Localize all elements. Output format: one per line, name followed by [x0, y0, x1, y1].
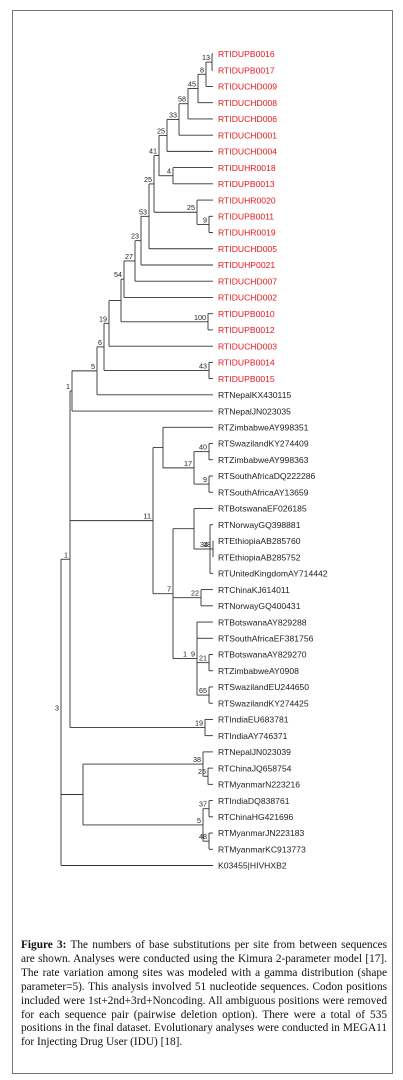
bootstrap-value: 43 [199, 361, 207, 370]
leaf-label: RTChinaJQ658754 [218, 763, 292, 773]
leaf-label: RTIndiaAY746371 [218, 731, 288, 741]
bootstrap-value: 5 [91, 362, 95, 371]
leaf-label: RTNepalKX430115 [218, 390, 291, 400]
bootstrap-value: 13 [202, 53, 210, 62]
leaf-label: RTIndiaDQ838761 [218, 796, 290, 806]
leaf-label: RTChinaHG421696 [218, 812, 294, 822]
leaf-label: RTIDUPB0010 [218, 309, 275, 319]
leaf-label: RTIDUPB0015 [218, 374, 275, 384]
bootstrap-value: 8 [200, 65, 204, 74]
leaf-label: RTIDUPB0012 [218, 325, 275, 335]
leaf-label: RTZimbabweAY998351 [218, 422, 309, 432]
bootstrap-value: 4 [167, 167, 171, 176]
leaf-label: RTMyanmarN223216 [218, 780, 300, 790]
leaf-label: RTIDUCHD004 [218, 147, 277, 157]
bootstrap-value: 6 [98, 338, 102, 347]
bootstrap-value: 9 [203, 475, 207, 484]
bootstrap-value: 9 [203, 215, 207, 224]
bootstrap-value: 33 [169, 110, 177, 119]
bootstrap-value: 65 [199, 686, 207, 695]
bootstrap-value: 25 [198, 767, 206, 776]
leaf-label: RTIndiaEU683781 [218, 715, 289, 725]
bootstrap-value: 1 [183, 650, 187, 659]
bootstrap-value: 18 [203, 540, 211, 549]
leaf-label: RTIDUCHD002 [218, 293, 277, 303]
bootstrap-value: 25 [144, 175, 152, 184]
leaf-label: RTSouthAfricaAY13659 [218, 487, 309, 497]
leaf-label: RTIDUCHD006 [218, 114, 277, 124]
leaf-label: RTBotswanaAY829270 [218, 650, 307, 660]
leaf-label: RTBotswanaEF026185 [218, 504, 307, 514]
bootstrap-value: 21 [199, 654, 207, 663]
leaf-label: RTChinaKJ614011 [218, 585, 290, 595]
leaf-label: RTIDUHR0020 [218, 195, 276, 205]
bootstrap-value: 9 [191, 650, 195, 659]
leaf-label: RTSouthAfricaDQ222286 [218, 471, 316, 481]
caption-text: The numbers of base substitutions per si… [21, 939, 388, 1049]
bootstrap-value: 53 [139, 207, 147, 216]
bootstrap-value: 34 [200, 540, 208, 549]
leaf-label: RTSwazilandEU244650 [218, 682, 309, 692]
leaf-label: RTIDUPB0013 [218, 179, 275, 189]
leaf-label: K03455|HIVHXB2 [218, 861, 287, 871]
bootstrap-value: 25 [157, 126, 165, 135]
leaf-label: RTIDUHR0018 [218, 163, 276, 173]
leaf-label: RTIDUHR0019 [218, 228, 276, 238]
leaf-label: RTNorwayGQ400431 [218, 601, 301, 611]
leaf-label: RTIDUPB0011 [218, 212, 274, 222]
bootstrap-value: 100 [194, 313, 206, 322]
bootstrap-value: 23 [131, 232, 139, 241]
bootstrap-value: 11 [144, 512, 151, 521]
bootstrap-value: 17 [184, 459, 192, 468]
leaf-label: RTIDUCHD003 [218, 341, 277, 351]
bootstrap-value: 19 [99, 314, 107, 323]
bootstrap-value: 41 [149, 147, 157, 156]
leaf-label: RTIDUPB0016 [218, 49, 275, 59]
leaf-label: RTIDUCHD008 [218, 98, 277, 108]
leaf-label: RTZimbabweAY0908 [218, 666, 299, 676]
bootstrap-value: 7 [167, 585, 171, 594]
leaf-label: RTNepalJN023035 [218, 406, 291, 416]
bootstrap-value: 25 [187, 203, 195, 212]
leaf-label: RTMyanmarJN223183 [218, 828, 305, 838]
leaf-label: RTEthiopiaAB285760 [218, 536, 301, 546]
bootstrap-value: 38 [193, 755, 201, 764]
bootstrap-value: 37 [199, 800, 207, 809]
bootstrap-value: 19 [195, 719, 203, 728]
bootstrap-value: 3 [55, 703, 59, 712]
leaf-label: RTIDUCHD001 [218, 130, 277, 140]
bootstrap-value: 1 [64, 550, 68, 559]
phylogenetic-tree: 1384558332544192525532327541001943651409… [55, 49, 328, 871]
caption-label: Figure 3: [21, 939, 67, 951]
bootstrap-value: 54 [114, 270, 122, 279]
leaf-label: RTMyanmarKC913773 [218, 844, 306, 854]
leaf-label: RTBotswanaAY829288 [218, 617, 307, 627]
figure-caption: Figure 3: The numbers of base substituti… [21, 939, 387, 1050]
leaf-label: RTUnitedKingdomAY714442 [218, 569, 328, 579]
bootstrap-value: 1 [66, 382, 70, 391]
leaf-label: RTSwazilandKY274409 [218, 439, 309, 449]
bootstrap-value: 5 [197, 816, 201, 825]
leaf-label: RTIDUCHD009 [218, 82, 277, 92]
leaf-label: RTZimbabweAY998363 [218, 455, 309, 465]
leaf-label: RTSouthAfricaEF381756 [218, 633, 314, 643]
leaf-label: RTIDUPB0017 [218, 65, 275, 75]
leaf-label: RTEthiopiaAB285752 [218, 552, 301, 562]
leaf-label: RTSwazilandKY274425 [218, 698, 309, 708]
leaf-label: RTIDUCHD007 [218, 276, 277, 286]
leaf-label: RTNepalJN023039 [218, 747, 291, 757]
bootstrap-value: 45 [188, 79, 196, 88]
bootstrap-value: 27 [125, 252, 133, 261]
bootstrap-value: 58 [178, 95, 186, 104]
bootstrap-value: 22 [191, 589, 199, 598]
bootstrap-value: 40 [199, 443, 207, 452]
leaf-label: RTNorwayGQ398881 [218, 520, 301, 530]
leaf-label: RTIDUHP0021 [218, 260, 275, 270]
leaf-label: RTIDUPB0014 [218, 358, 275, 368]
leaf-label: RTIDUCHD005 [218, 244, 277, 254]
